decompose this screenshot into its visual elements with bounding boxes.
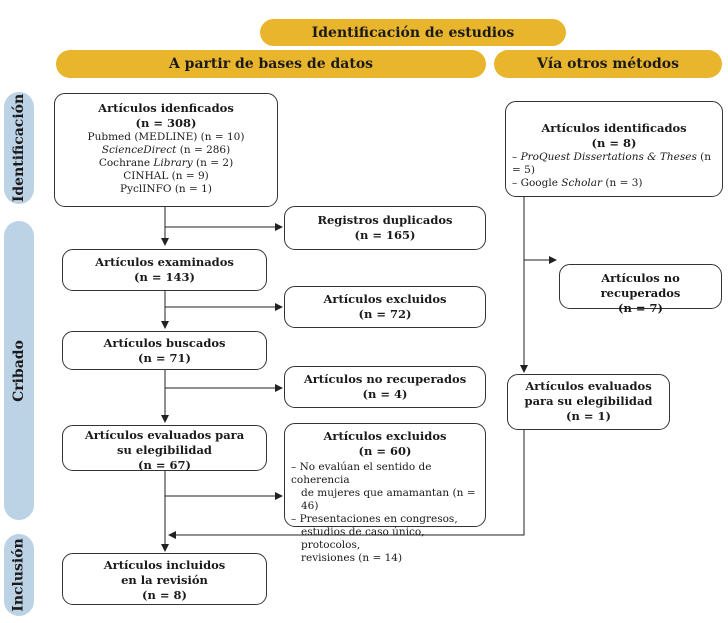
other-identified-title: Artículos identificados	[541, 121, 687, 135]
excluded1-box: Artículos excluidos (n = 72)	[284, 286, 486, 328]
included-title-line2: en la revisión	[121, 573, 208, 587]
other-source-google-scholar: – Google Scholar (n = 3)	[512, 177, 643, 189]
other-assessed-n: (n = 1)	[566, 409, 611, 423]
phase-cribado: Cribado	[4, 221, 34, 520]
other-assessed-box: Artículos evaluados para su elegibilidad…	[507, 374, 670, 430]
header-other-label: Vía otros métodos	[537, 56, 679, 72]
arrow-other-assessed-to-included	[168, 430, 525, 539]
screened-title: Artículos examinados	[95, 255, 234, 269]
other-identified-n: (n = 8)	[591, 136, 637, 150]
source-cinhal: CINHAL (n = 9)	[123, 170, 209, 182]
assessed-title-line2: su elegibilidad	[117, 443, 212, 457]
source-pubmed: Pubmed (MEDLINE) (n = 10)	[87, 131, 245, 143]
screened-n: (n = 143)	[134, 270, 195, 284]
source-cochrane: Cochrane Library (n = 2)	[98, 157, 234, 169]
excluded2-n: (n = 60)	[358, 444, 412, 458]
assessed-box: Artículos evaluados para su elegibilidad…	[62, 425, 267, 472]
excluded2-reason-line5: revisiones (n = 14)	[301, 552, 403, 564]
source-sciencedirect: ScienceDirect (n = 286)	[101, 144, 231, 156]
sought-n: (n = 71)	[138, 351, 191, 365]
db-identified-title: Artículos idenficados	[98, 101, 234, 115]
duplicates-box: Registros duplicados (n = 165)	[284, 206, 486, 250]
sought-title: Artículos buscados	[103, 336, 226, 350]
excluded2-reason-line4: estudios de caso único, protocolos,	[301, 526, 425, 551]
excluded2-reason-line2: de mujeres que amamantan (n = 46)	[301, 487, 476, 512]
included-title-line1: Artículos incluidos	[103, 558, 226, 572]
excluded2-title: Artículos excluidos	[323, 429, 447, 443]
screened-box: Artículos examinados (n = 143)	[62, 249, 267, 291]
other-not-retrieved-box: Artículos no recuperados (n = 7)	[559, 264, 722, 315]
header-bases-de-datos: A partir de bases de datos	[56, 50, 486, 78]
db-identified-box: Artículos idenficados (n = 308) Pubmed (…	[54, 93, 278, 207]
phase-identificacion-label: Identificación	[11, 93, 27, 203]
other-assessed-title-line1: Artículos evaluados	[525, 379, 652, 393]
excluded2-reason-line1: – No evalúan el sentido de coherencia	[291, 461, 432, 486]
phase-inclusion: Inclusión	[4, 534, 34, 616]
excluded1-title: Artículos excluidos	[323, 292, 447, 306]
phase-cribado-label: Cribado	[11, 339, 28, 402]
not-retrieved-n: (n = 4)	[362, 387, 408, 401]
excluded1-n: (n = 72)	[358, 307, 412, 321]
duplicates-title: Registros duplicados	[317, 213, 453, 227]
header-identificacion-estudios: Identificación de estudios	[260, 19, 566, 46]
other-identified-box: Artículos identificados (n = 8) – ProQue…	[505, 101, 723, 197]
other-not-retrieved-title: Artículos no recuperados	[600, 271, 681, 300]
duplicates-n: (n = 165)	[354, 228, 416, 242]
header-otros-metodos: Vía otros métodos	[494, 50, 722, 78]
phase-identificacion: Identificación	[4, 92, 34, 204]
sought-box: Artículos buscados (n = 71)	[62, 331, 267, 370]
source-psycinfo: PyclINFO (n = 1)	[120, 183, 212, 195]
other-assessed-title-line2: para su elegibilidad	[524, 394, 653, 408]
included-box: Artículos incluidos en la revisión (n = …	[62, 553, 267, 605]
not-retrieved-title: Artículos no recuperados	[303, 372, 467, 386]
header-top-label: Identificación de estudios	[311, 24, 515, 41]
other-source-proquest: – ProQuest Dissertations & Theses (n = 5…	[512, 151, 712, 176]
assessed-title-line1: Artículos evaluados para	[84, 428, 245, 442]
other-not-retrieved-n: (n = 7)	[618, 301, 663, 315]
excluded2-reason-line3: – Presentaciones en congresos,	[291, 513, 458, 525]
excluded2-box: Artículos excluidos (n = 60) – No evalúa…	[284, 423, 486, 564]
header-databases-label: A partir de bases de datos	[168, 56, 374, 72]
phase-inclusion-label: Inclusión	[11, 538, 27, 612]
db-identified-n: (n = 308)	[135, 116, 197, 130]
included-n: (n = 8)	[142, 588, 187, 602]
assessed-n: (n = 67)	[138, 458, 191, 472]
not-retrieved-box: Artículos no recuperados (n = 4)	[284, 366, 486, 408]
